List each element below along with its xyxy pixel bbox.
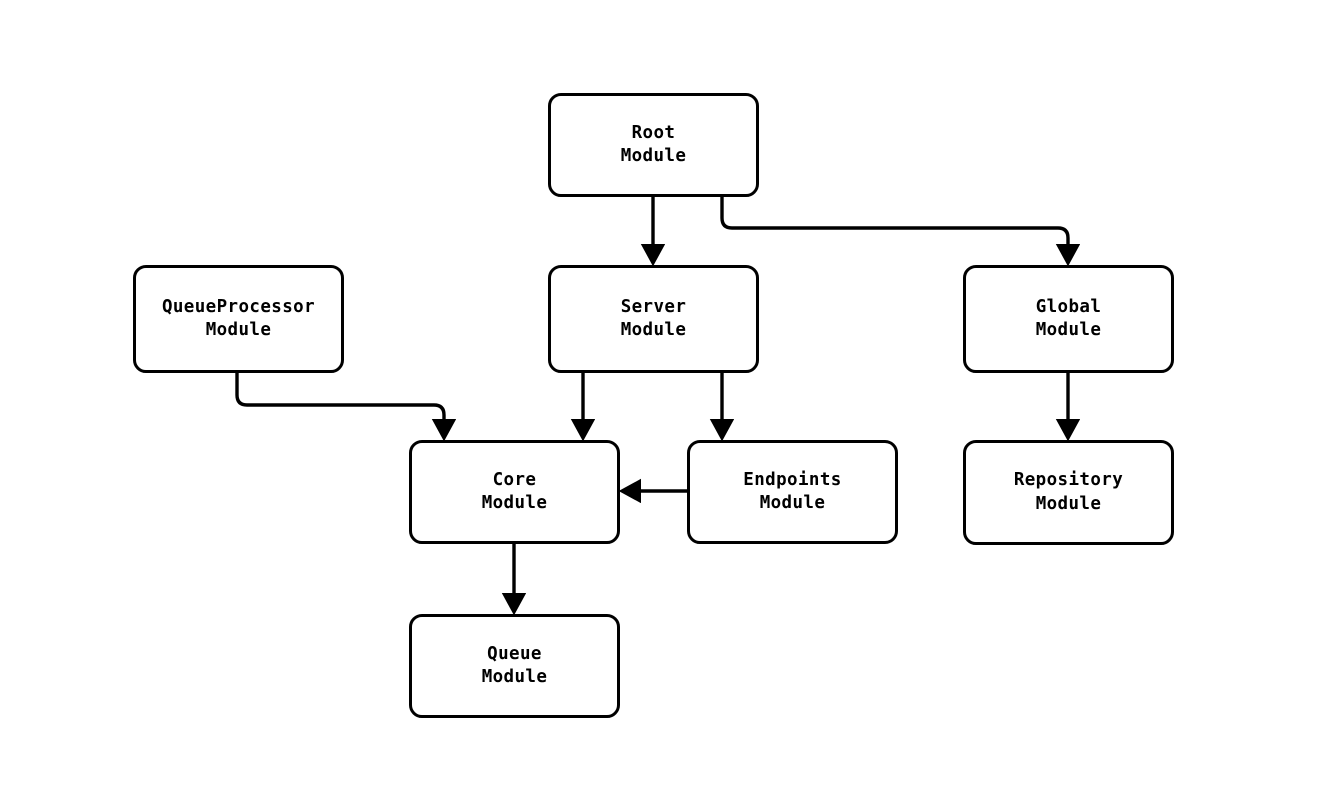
node-server-module[interactable]: Server Module bbox=[548, 265, 759, 373]
node-global-module-name: Global bbox=[1035, 296, 1102, 317]
node-global-module[interactable]: Global Module bbox=[963, 265, 1174, 373]
node-root-module-name: Root bbox=[631, 122, 676, 143]
node-queue-module-name: Queue bbox=[487, 643, 542, 664]
node-queue-module-suffix: Module bbox=[481, 667, 548, 687]
node-endpoints-module-name: Endpoints bbox=[743, 469, 842, 490]
node-server-module-suffix: Module bbox=[620, 320, 687, 340]
node-server-module-name: Server bbox=[620, 296, 687, 317]
node-endpoints-module-suffix: Module bbox=[759, 493, 826, 513]
node-root-module-suffix: Module bbox=[620, 146, 687, 166]
node-core-module[interactable]: Core Module bbox=[409, 440, 620, 544]
node-queueprocessor-module-name: QueueProcessor bbox=[161, 296, 316, 317]
edge-root-to-global bbox=[720, 197, 1081, 267]
node-global-module-suffix: Module bbox=[1035, 320, 1102, 340]
node-endpoints-module[interactable]: Endpoints Module bbox=[687, 440, 898, 544]
node-repository-module[interactable]: Repository Module bbox=[963, 440, 1174, 545]
node-repository-module-name: Repository bbox=[1013, 470, 1124, 491]
node-queueprocessor-module[interactable]: QueueProcessor Module bbox=[133, 265, 344, 373]
node-core-module-name: Core bbox=[492, 469, 537, 490]
node-repository-module-suffix: Module bbox=[1035, 493, 1102, 514]
edge-queueprocessor-to-core bbox=[235, 373, 457, 442]
node-queueprocessor-module-suffix: Module bbox=[205, 320, 272, 340]
node-root-module[interactable]: Root Module bbox=[548, 93, 759, 197]
node-core-module-suffix: Module bbox=[481, 493, 548, 513]
node-queue-module[interactable]: Queue Module bbox=[409, 614, 620, 718]
